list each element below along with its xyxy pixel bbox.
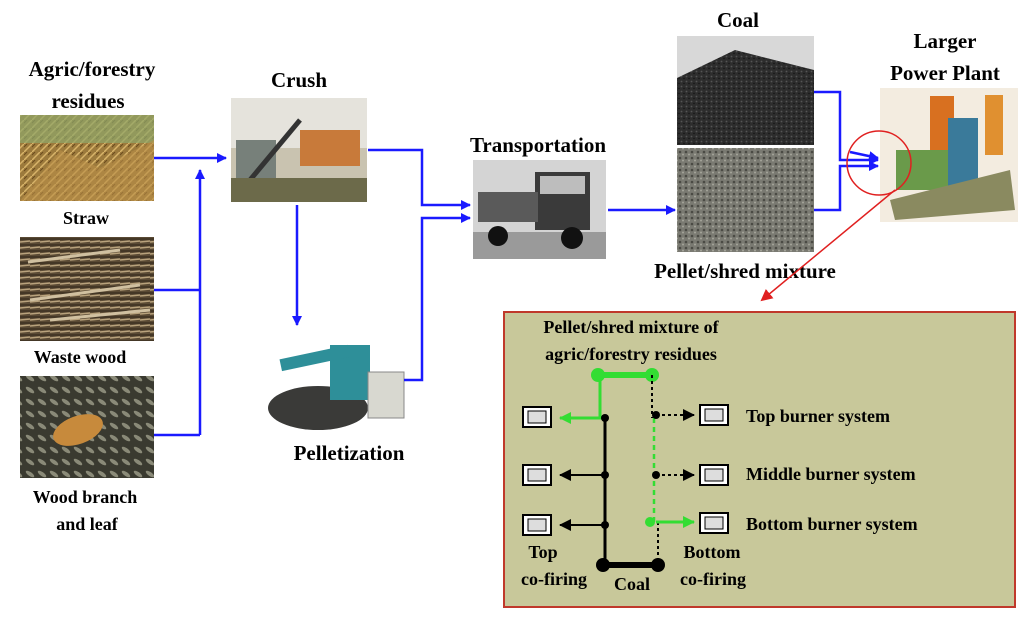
burner-icon xyxy=(699,404,729,426)
burner-icon xyxy=(699,464,729,486)
mixture-label: Pellet/shred mixture xyxy=(654,259,836,283)
top-burner-label: Top burner system xyxy=(746,406,890,426)
crush-label: Crush xyxy=(271,68,327,92)
burner-detail-inset: Pellet/shred mixture of agric/forestry r… xyxy=(503,311,1016,608)
burner-icon xyxy=(699,512,729,534)
zoom-circle xyxy=(846,130,912,196)
transportation-label: Transportation xyxy=(470,133,606,157)
bottom-cofiring-label-line2: co-firing xyxy=(680,569,746,589)
crusher-image xyxy=(231,98,367,202)
truck-image xyxy=(473,160,606,259)
straw-image xyxy=(20,115,154,201)
inset-title-line2: agric/forestry residues xyxy=(545,344,717,364)
wood-branch-image xyxy=(20,376,154,478)
wood-branch-label-line2: and leaf xyxy=(56,514,119,534)
top-cofiring-label-line1: Top xyxy=(528,542,557,562)
residue-collector-arrows xyxy=(154,153,227,437)
straw-label: Straw xyxy=(63,208,109,228)
plant-label-line1: Larger xyxy=(914,29,977,53)
bottom-cofiring-label-line1: Bottom xyxy=(684,542,741,562)
plant-label-line2: Power Plant xyxy=(890,61,1000,85)
waste-wood-label: Waste wood xyxy=(34,347,127,367)
pellet-machine-image xyxy=(268,326,416,434)
coal-label: Coal xyxy=(717,8,759,32)
to-plant-arrows xyxy=(814,90,879,212)
burner-icon xyxy=(522,406,552,428)
coal-pile-image xyxy=(677,36,814,145)
inset-coal-label: Coal xyxy=(614,574,650,594)
middle-burner-label: Middle burner system xyxy=(746,464,916,484)
top-cofiring-label-line2: co-firing xyxy=(521,569,587,589)
wood-branch-label-line1: Wood branch xyxy=(33,487,138,507)
burner-icon xyxy=(522,514,552,536)
inset-title-line1: Pellet/shred mixture of xyxy=(543,317,719,337)
agric-residues-title-line2: residues xyxy=(51,89,124,113)
bottom-burner-label: Bottom burner system xyxy=(746,514,918,534)
agric-residues-title-line1: Agric/forestry xyxy=(29,57,156,81)
pelletization-label: Pelletization xyxy=(294,441,405,465)
pellet-mixture-image xyxy=(677,148,814,252)
pellet-output-arrow xyxy=(404,213,471,382)
waste-wood-image xyxy=(20,237,154,341)
burner-icon xyxy=(522,464,552,486)
power-plant-image xyxy=(880,88,1018,222)
crush-output-arrows xyxy=(292,148,471,326)
zoom-arrow xyxy=(760,189,896,302)
